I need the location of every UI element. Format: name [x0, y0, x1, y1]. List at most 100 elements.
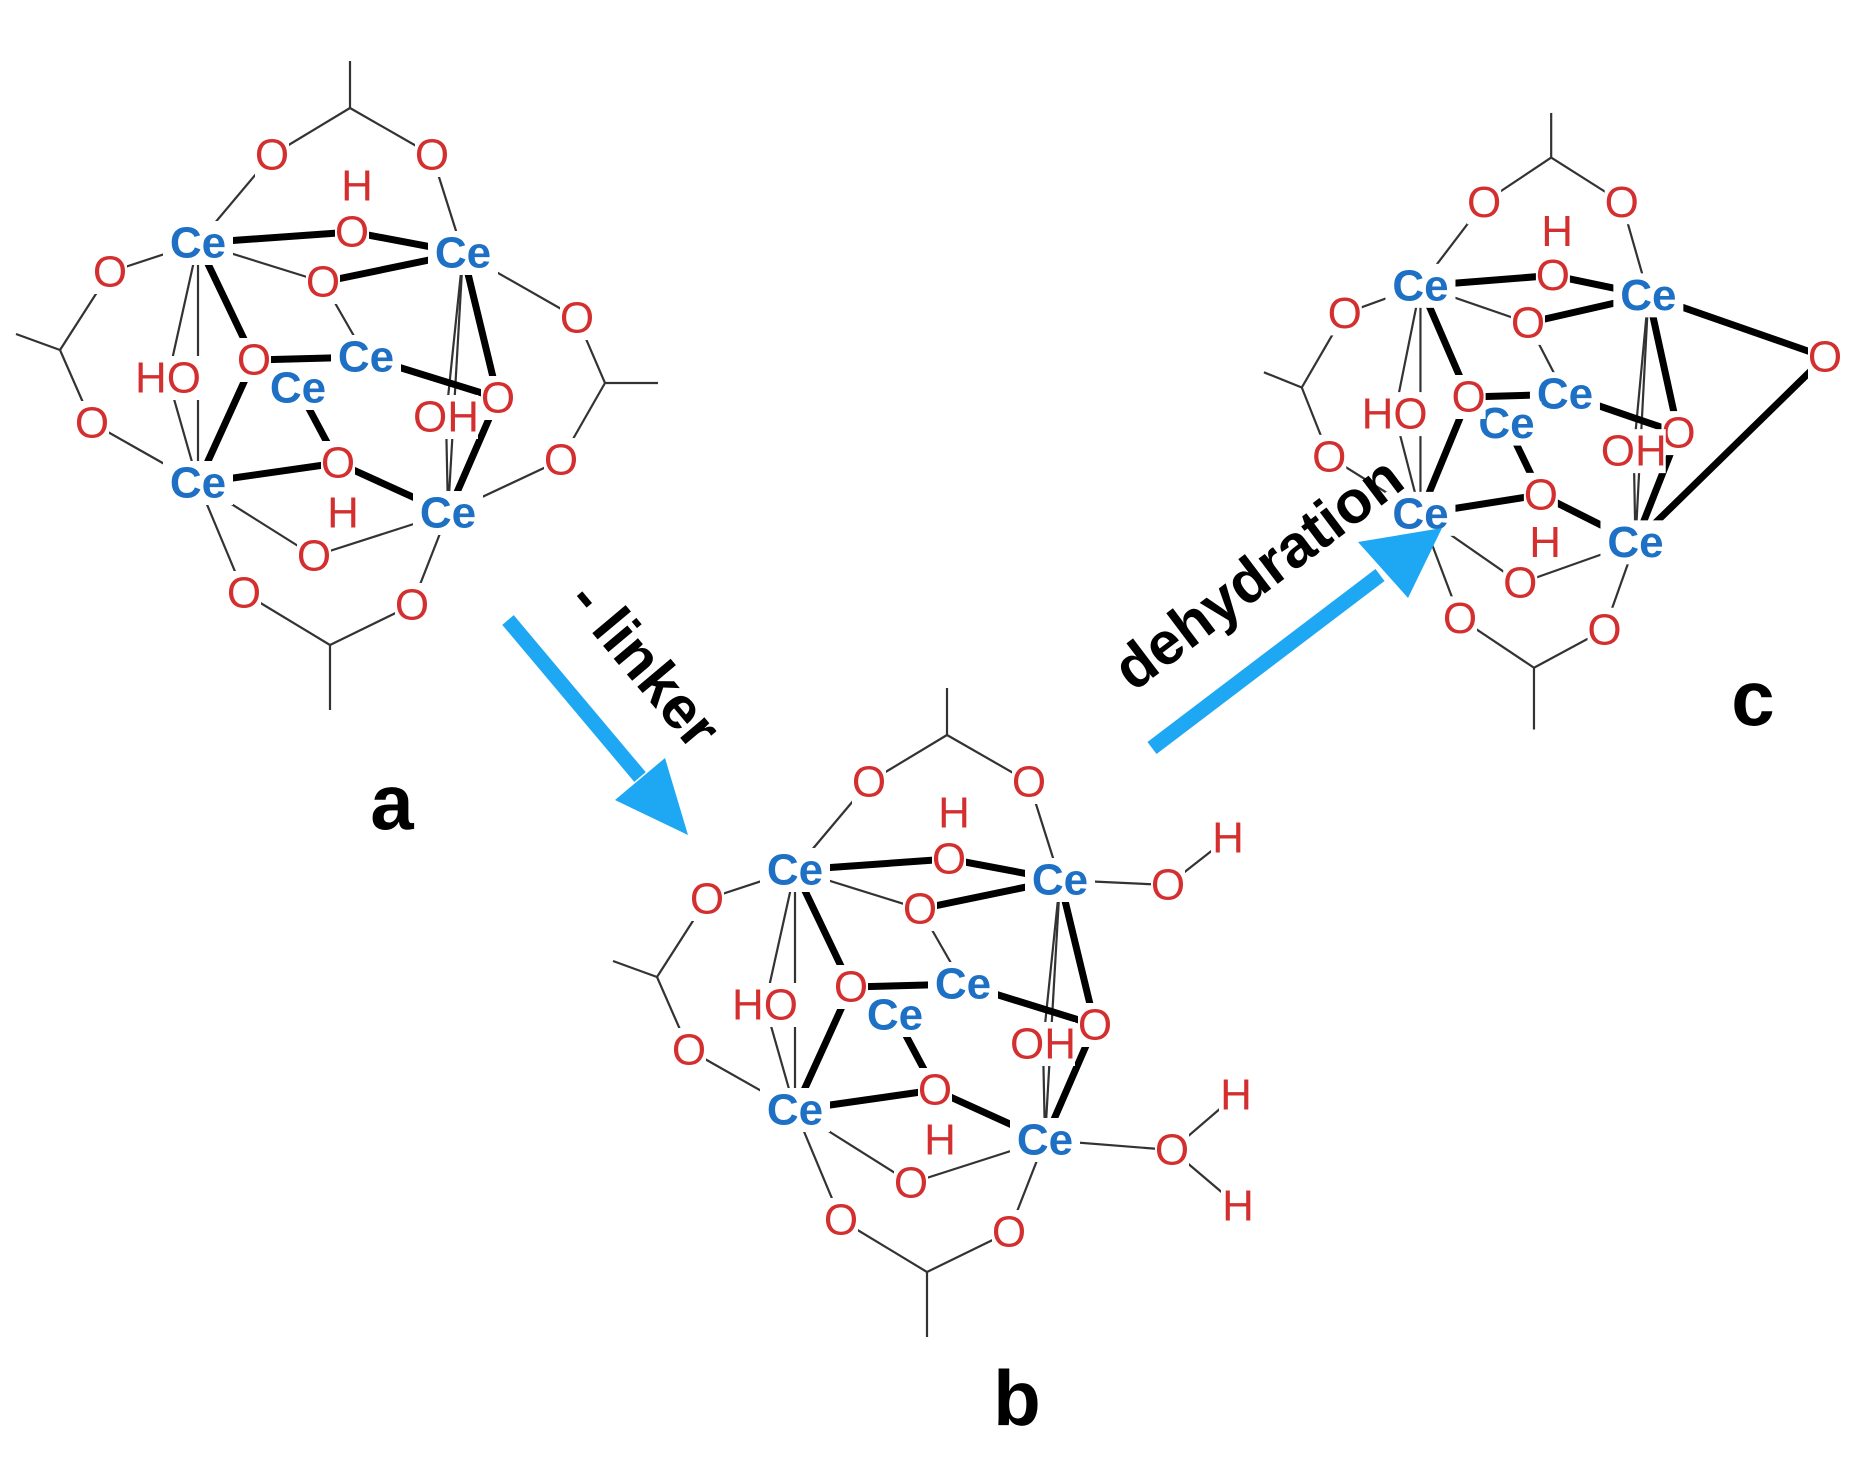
oxygen-atom: O — [1328, 289, 1362, 338]
atom-backdrop — [326, 491, 360, 535]
cerium-atom: Ce — [1620, 271, 1676, 320]
atom-backdrop — [1025, 858, 1095, 902]
bond-single — [763, 869, 797, 1006]
atom-backdrop — [824, 1198, 858, 1242]
oxygen-atom: O — [1151, 861, 1185, 910]
oxygen-atom: O — [1587, 605, 1621, 654]
atom-backdrop — [1510, 300, 1545, 345]
arrow-dehydration-shaft — [1147, 569, 1385, 754]
atom-backdrop — [1503, 561, 1538, 606]
atom-backdrop — [1613, 273, 1684, 318]
oxygen-atom: O — [903, 885, 937, 934]
atom-backdrop — [1467, 180, 1502, 225]
atom-backdrop — [1604, 180, 1639, 225]
bond-ce-o — [459, 249, 502, 402]
cerium-atom: Ce — [435, 229, 491, 278]
cerium-atom: Ce — [338, 333, 394, 382]
oxygen-atom: O — [1511, 298, 1545, 347]
atom-backdrop — [560, 296, 594, 340]
atom-backdrop — [1151, 863, 1185, 907]
atom-backdrop — [1529, 372, 1600, 417]
oxygen-atom: O — [306, 258, 340, 307]
oxygen-atom: O — [1078, 1001, 1112, 1050]
atom-backdrop — [1362, 392, 1427, 437]
cerium-atom: Ce — [935, 960, 991, 1009]
atom-backdrop — [1451, 375, 1486, 419]
oxygen-atom: O — [1524, 470, 1558, 519]
bond-single — [1041, 879, 1062, 1045]
atom-backdrop — [894, 1161, 928, 1205]
panel-label-c: c — [1731, 654, 1774, 742]
atom-backdrop — [1523, 472, 1558, 517]
atom-backdrop — [928, 962, 998, 1006]
cerium-atom: Ce — [420, 489, 476, 538]
atom-backdrop — [932, 837, 966, 881]
arrow-dehydration-head — [1358, 528, 1442, 598]
atom-backdrop — [1012, 760, 1046, 804]
cerium-atom: Ce — [170, 219, 226, 268]
bond-single — [1263, 371, 1303, 389]
atom-backdrop — [331, 335, 401, 379]
hydrogen-atom: H — [327, 489, 359, 538]
atom-backdrop — [1661, 411, 1696, 456]
oxygen-atom: O — [1452, 373, 1486, 422]
oxygen-atom: O — [321, 439, 355, 488]
atom-backdrop — [1211, 816, 1245, 860]
hydrogen-atom: H — [1220, 1071, 1252, 1120]
atom-backdrop — [306, 260, 340, 304]
oxygen-atom: O — [415, 131, 449, 180]
atom-backdrop — [163, 221, 233, 265]
cerium-atom: Ce — [1607, 518, 1663, 567]
atom-backdrop — [340, 164, 374, 208]
atom-backdrop — [1808, 335, 1842, 379]
oxygen-atom: O — [932, 835, 966, 884]
hydrogen-atom: H — [1529, 518, 1561, 567]
cerium-atom: Ce — [170, 459, 226, 508]
cerium-atom: Ce — [270, 364, 326, 413]
atom-backdrop — [834, 965, 868, 1009]
atom-backdrop — [1327, 291, 1362, 336]
hydrogen-atom: H — [341, 162, 373, 211]
oxygen-atom: O — [1661, 409, 1695, 458]
atom-backdrop — [415, 133, 449, 177]
atom-backdrop — [1535, 253, 1570, 298]
atom-backdrop — [918, 1068, 952, 1112]
oxygen-atom: O — [481, 374, 515, 423]
atom-backdrop — [1540, 209, 1575, 254]
arrow-linker-removal: - linker — [502, 567, 734, 835]
panel-label-a: a — [370, 758, 414, 846]
atom-backdrop — [75, 401, 109, 445]
oxygen-atom: O — [834, 963, 868, 1012]
atom-backdrop — [1600, 520, 1671, 565]
oxygen-atom: O — [992, 1208, 1026, 1257]
cerium-atom: Ce — [767, 1086, 823, 1135]
oxygen-atom: O — [1503, 559, 1537, 608]
hydrogen-atom: H — [1212, 814, 1244, 863]
atom-backdrop — [1221, 1184, 1255, 1228]
atom-backdrop — [937, 791, 971, 835]
bond-ce-o — [1056, 876, 1099, 1029]
atom-backdrop — [297, 534, 331, 578]
hydrogen-atom: H — [924, 1116, 956, 1165]
atom-backdrop — [1443, 596, 1478, 641]
atom-backdrop — [413, 491, 483, 535]
cerium-atom: Ce — [767, 846, 823, 895]
panel-label-b: b — [993, 1354, 1041, 1442]
atom-backdrop — [1528, 520, 1563, 565]
atom-backdrop — [395, 583, 429, 627]
atom-backdrop — [237, 338, 271, 382]
atom-backdrop — [227, 571, 261, 615]
atom-backdrop — [860, 993, 930, 1037]
oxygen-atom: O — [227, 569, 261, 618]
cerium-atom: Ce — [1537, 370, 1593, 419]
oxygen-atom: O — [824, 1196, 858, 1245]
oxygen-atom: O — [335, 208, 369, 257]
atom-backdrop — [414, 395, 478, 439]
oxygen-atom: O — [690, 875, 724, 924]
atom-backdrop — [136, 356, 200, 400]
bond-single — [166, 242, 200, 379]
atom-backdrop — [1601, 429, 1666, 474]
